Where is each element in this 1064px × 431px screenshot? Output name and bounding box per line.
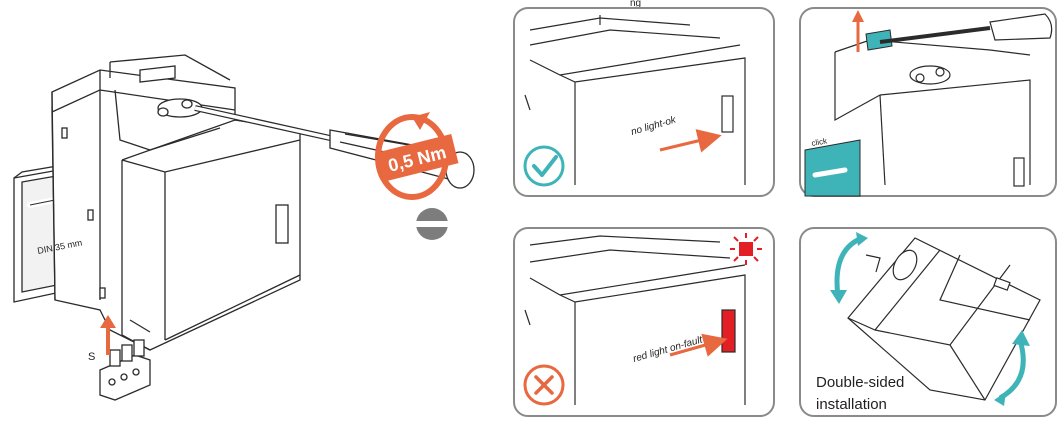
red-burst-icon bbox=[730, 233, 762, 265]
panel-removal: click bbox=[799, 7, 1057, 197]
caption-line-1: Double-sided bbox=[816, 374, 905, 391]
fault-arrow-icon bbox=[669, 333, 728, 357]
torque-rotation-icon: 0,5 Nm bbox=[375, 112, 459, 200]
caption-line-2: installation bbox=[816, 396, 887, 413]
teal-release-clip bbox=[865, 29, 893, 51]
panel-red-light-fault: red light on-fault bbox=[513, 227, 775, 417]
panel-screwdriver bbox=[879, 13, 1053, 44]
panel-double-sided bbox=[799, 227, 1057, 417]
click-label: click bbox=[811, 136, 829, 148]
check-circle-icon bbox=[523, 145, 565, 187]
flat-slot-icon bbox=[416, 208, 448, 240]
header-partial-text: ng bbox=[630, 0, 641, 9]
terminal-block bbox=[99, 339, 151, 401]
double-sided-caption: Double-sided installation bbox=[816, 372, 904, 416]
main-illustration bbox=[13, 54, 475, 401]
ok-arrow-icon bbox=[659, 129, 722, 153]
rotated-module bbox=[847, 237, 1041, 401]
din-module bbox=[51, 54, 301, 351]
teal-din-rail bbox=[804, 139, 861, 197]
x-circle-icon bbox=[523, 364, 565, 406]
panel-no-light-ok: no light-ok bbox=[513, 7, 775, 197]
terminal-label: S bbox=[88, 351, 95, 363]
up-arrow-icon bbox=[852, 10, 864, 52]
rotate-arrows-icon bbox=[830, 232, 1030, 406]
terminal-insert-arrow-icon bbox=[100, 315, 116, 355]
